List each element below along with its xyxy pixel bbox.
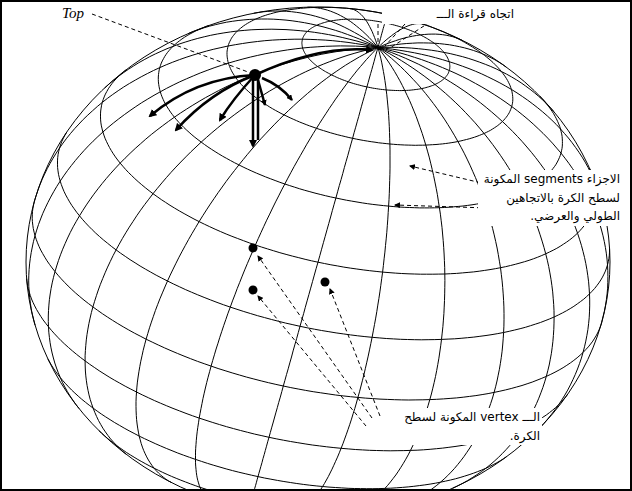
mesh-line	[196, 48, 378, 491]
vertex-dots	[249, 69, 330, 295]
mesh-line	[27, 279, 568, 451]
sphere-outline	[26, 7, 610, 491]
mesh-line	[136, 48, 378, 483]
wire-mesh	[27, 7, 610, 491]
mesh-line	[105, 29, 378, 88]
mesh-line	[350, 9, 378, 48]
mesh-line	[32, 202, 602, 401]
leader-lines	[92, 14, 528, 426]
mesh-line	[288, 48, 390, 491]
mesh-line	[227, 7, 513, 145]
mesh-line	[302, 19, 450, 91]
mesh-line	[58, 133, 610, 340]
direction-arrows	[150, 49, 372, 146]
mesh-line	[34, 39, 378, 201]
mesh-line	[378, 43, 506, 67]
mesh-line	[85, 48, 378, 455]
mesh-line	[378, 48, 554, 489]
mesh-line	[378, 47, 554, 111]
direction-note: اتجاه قراءة الـــ	[382, 5, 516, 24]
vertex-note: الـــ vertex المكونة لسطح الكرة.	[398, 408, 542, 445]
mesh-line	[254, 11, 378, 48]
mesh-line	[307, 7, 378, 47]
mesh-line	[378, 48, 590, 432]
mesh-line	[29, 46, 378, 325]
segments-note: الاجزاء segments المكونة لسطح الكرة بالا…	[478, 170, 622, 226]
top-label: Top	[60, 2, 86, 25]
